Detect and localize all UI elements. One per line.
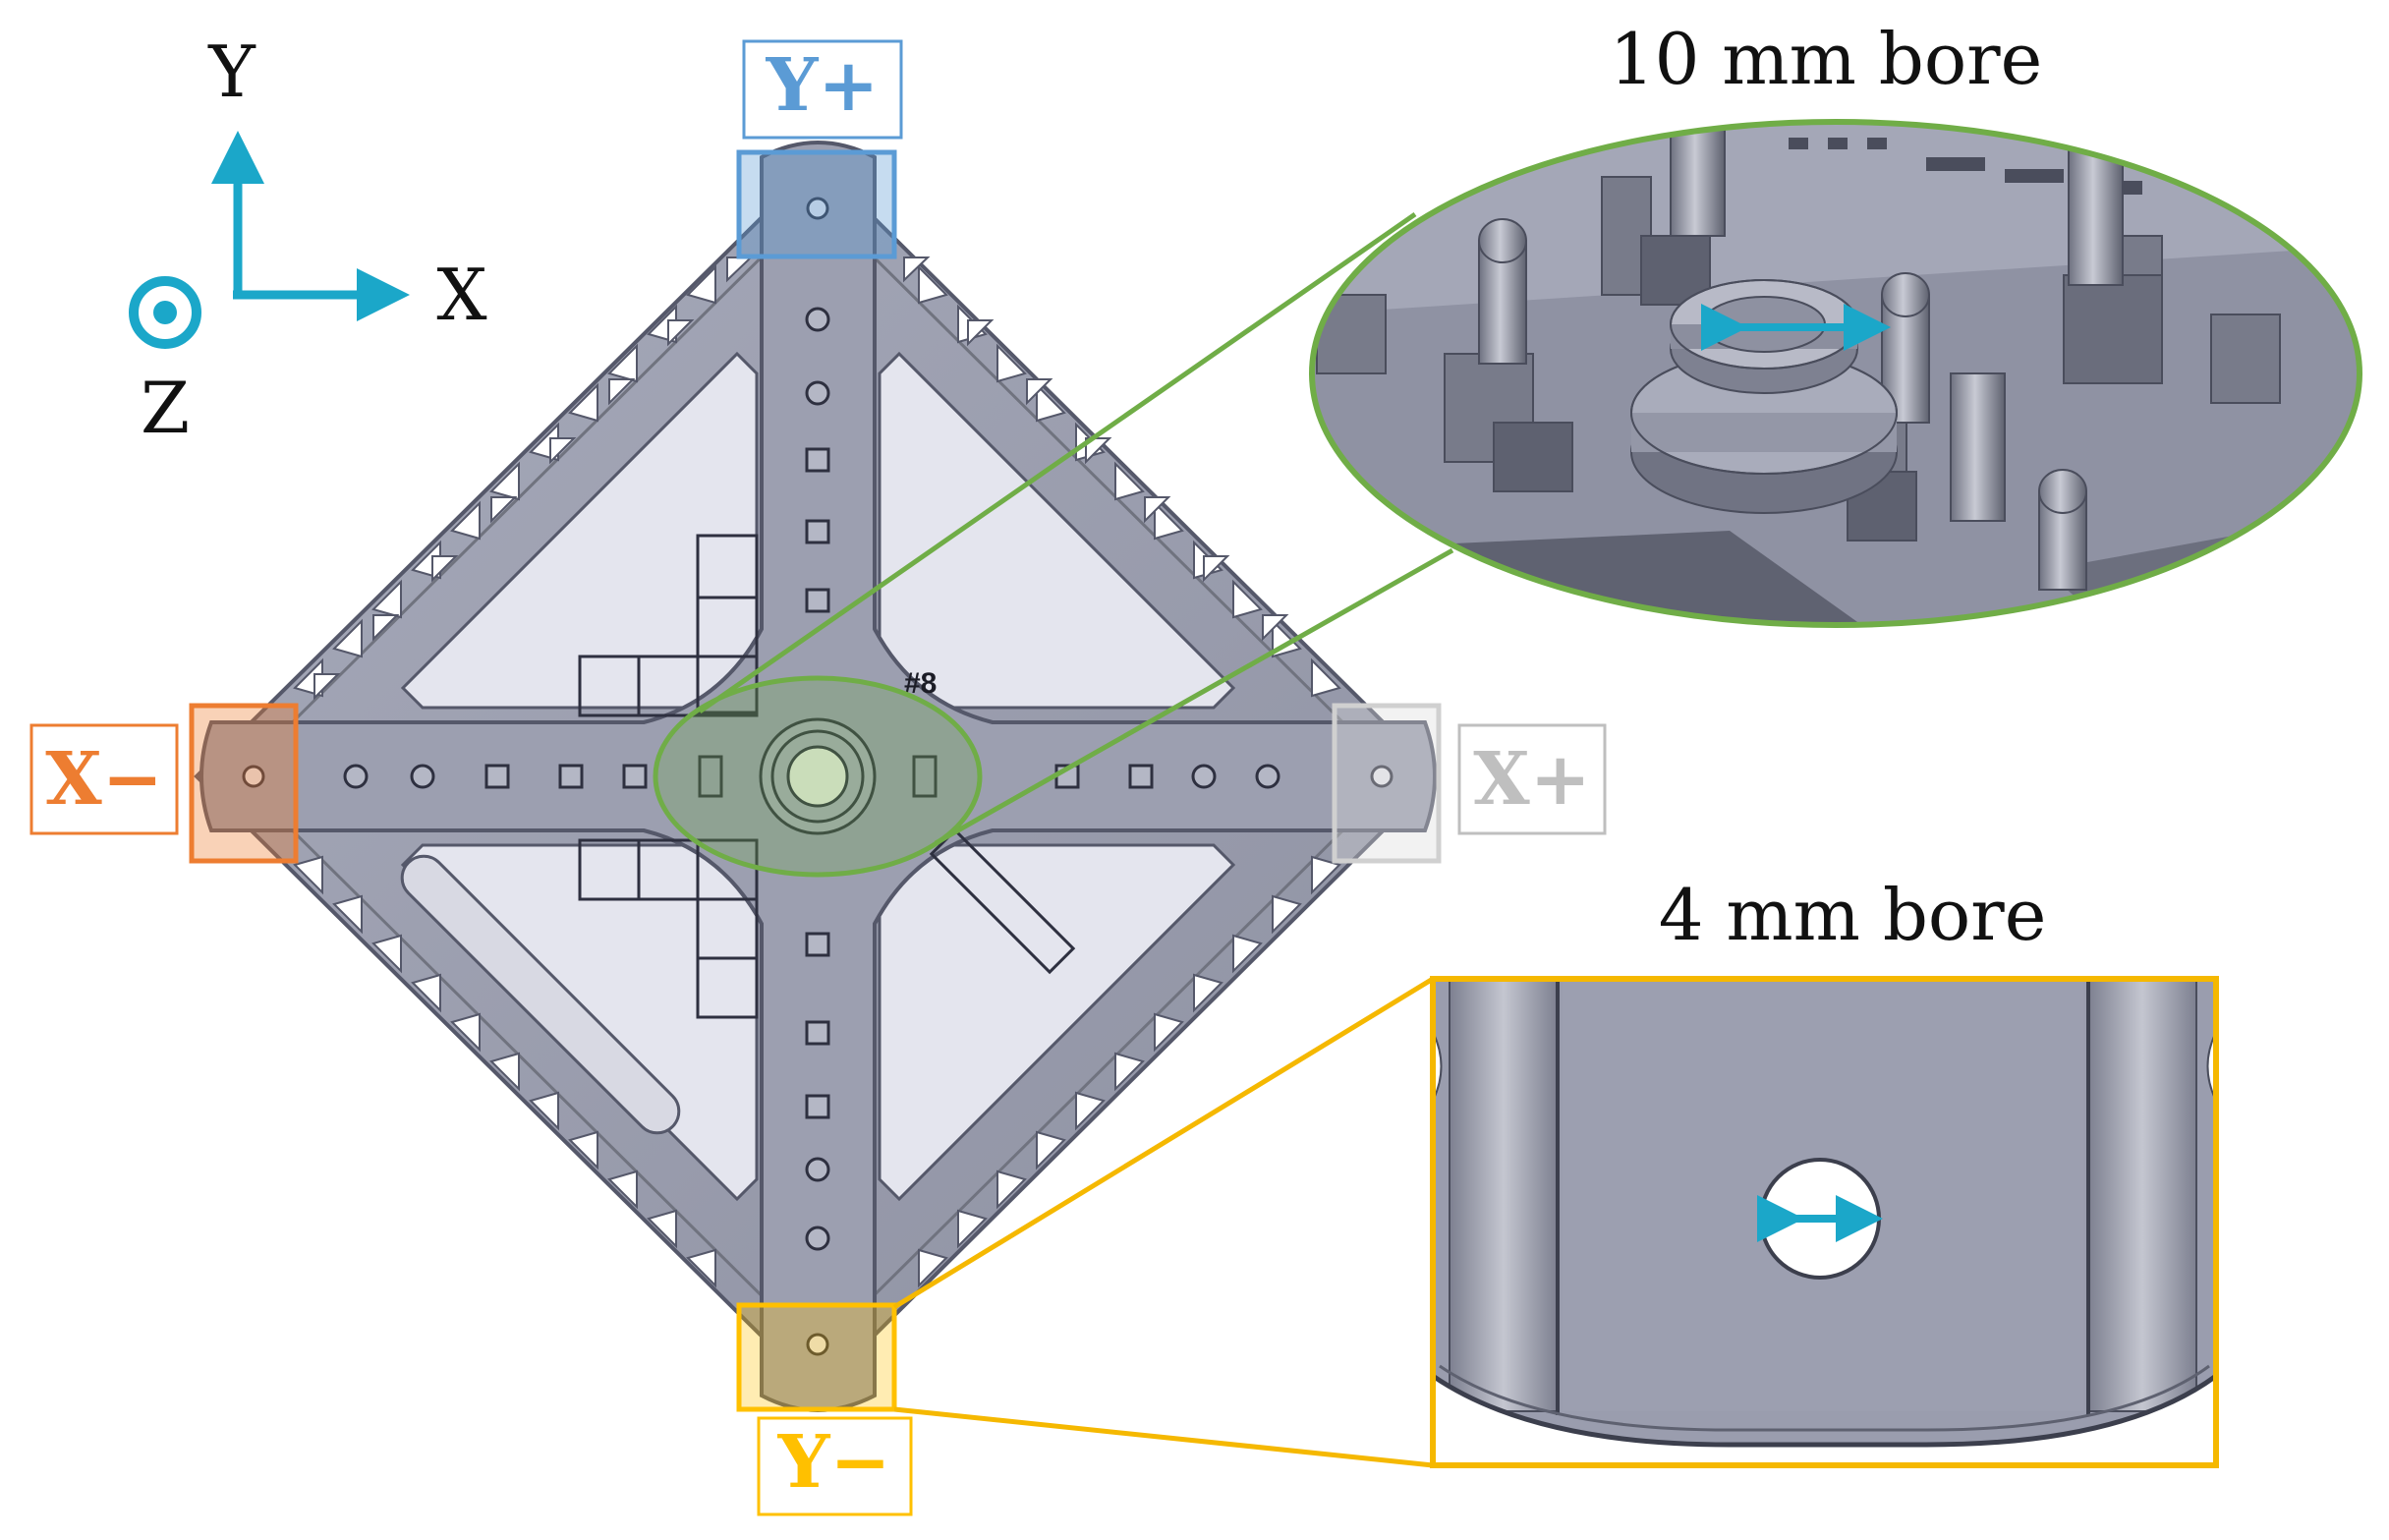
small-bore-leader-lines bbox=[892, 976, 1435, 1468]
z-axis-dot-icon bbox=[153, 301, 177, 324]
svg-text:X−: X− bbox=[45, 737, 162, 822]
y-axis-label: Y bbox=[207, 30, 256, 113]
arm-holes bbox=[242, 197, 1394, 1356]
central-bore bbox=[698, 717, 938, 835]
large-bore-highlight bbox=[653, 675, 983, 878]
x-minus-highlight-box bbox=[189, 703, 299, 864]
large-bore-zoom: 10 mm bore bbox=[1309, 18, 2362, 628]
small-bore-caption: 4 mm bore bbox=[1659, 874, 2047, 956]
y-plus-highlight-box bbox=[736, 149, 897, 259]
face-label-x-minus: X− bbox=[29, 723, 179, 835]
svg-text:X+: X+ bbox=[1473, 737, 1590, 822]
face-label-x-plus: X+ bbox=[1457, 723, 1607, 835]
svg-text:Y−: Y− bbox=[777, 1420, 891, 1505]
small-bore-zoom: 4 mm bore bbox=[1430, 874, 2219, 1468]
svg-text:Y+: Y+ bbox=[766, 43, 880, 128]
x-plus-highlight-box bbox=[1332, 703, 1442, 864]
coordinate-triad: Y X Z bbox=[129, 30, 487, 449]
long-slot bbox=[400, 854, 681, 1135]
x-axis-label: X bbox=[436, 254, 486, 336]
face-label-y-plus: Y+ bbox=[742, 39, 903, 140]
y-minus-highlight-box bbox=[736, 1302, 897, 1412]
large-bore-leader-lines bbox=[698, 211, 1454, 846]
large-bore-caption: 10 mm bore bbox=[1610, 18, 2042, 100]
face-label-y-minus: Y− bbox=[757, 1416, 913, 1516]
cubesat-face-plate: #8 bbox=[189, 141, 1442, 1412]
z-axis-label: Z bbox=[141, 367, 190, 449]
z-axis-out-of-page-icon bbox=[129, 276, 201, 349]
